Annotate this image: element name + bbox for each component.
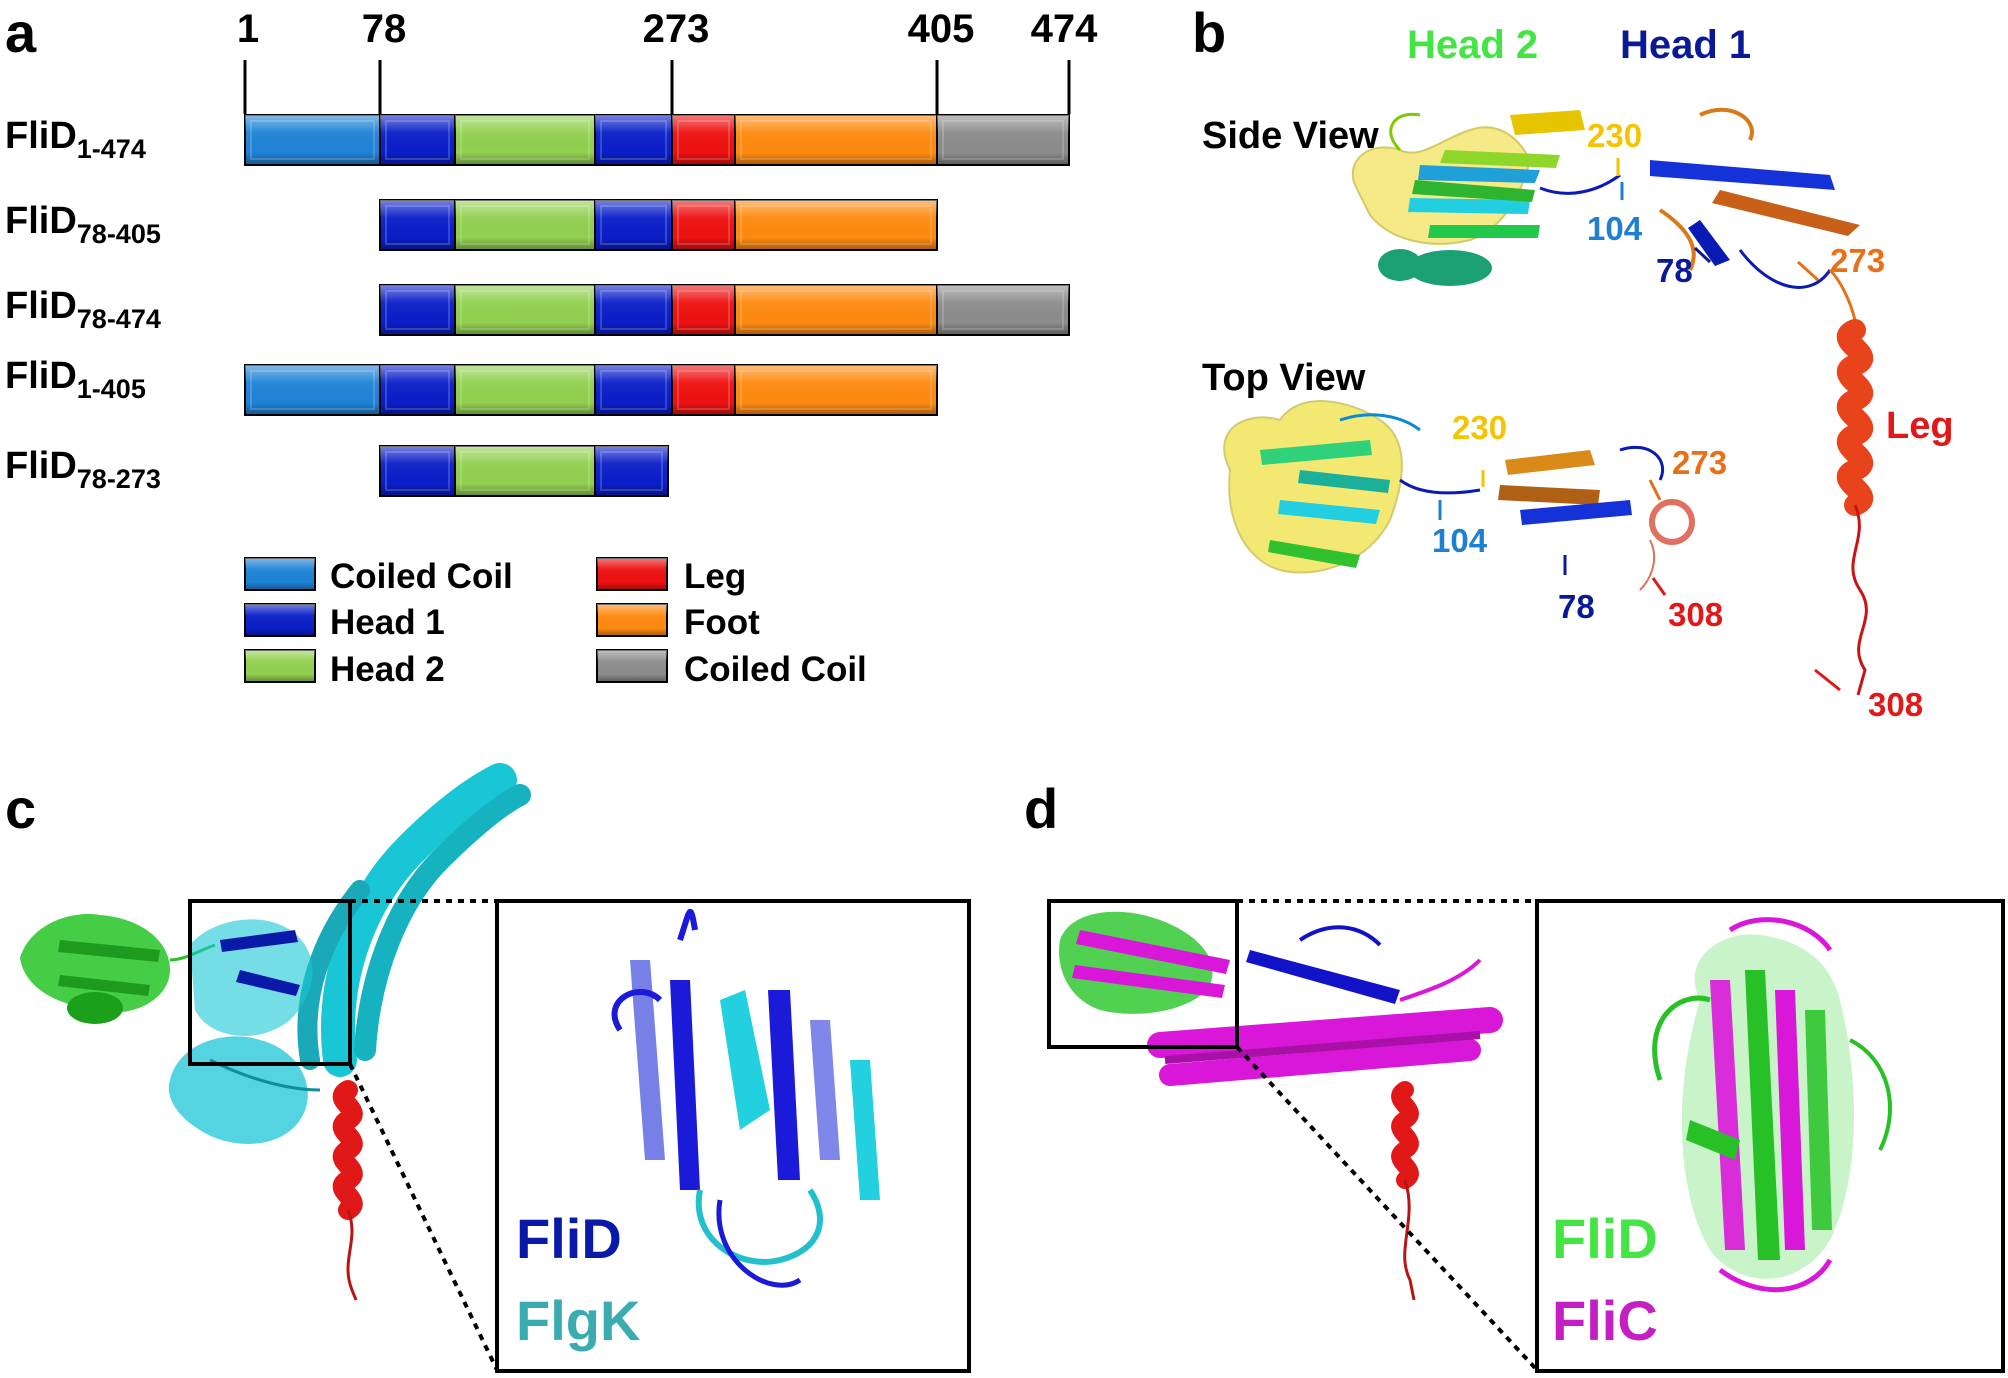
legend-swatch-coiled-n	[244, 557, 316, 591]
legend-swatch-coiled-c	[596, 649, 668, 683]
head2-label: Head 2	[1407, 23, 1538, 67]
legend-swatch-head1	[244, 603, 316, 637]
domain-head1-row4	[594, 364, 673, 416]
domain-legend: Coiled Coil Head 1 Head 2 Leg Foot	[244, 557, 867, 689]
domain-head2-row1	[454, 114, 596, 166]
side-view-label: Side View	[1202, 115, 1379, 157]
domain-head2-row4	[454, 364, 596, 416]
domain-coiled_c-row3	[936, 284, 1070, 336]
domain-head1-row5	[594, 445, 669, 497]
domain-head1-row5	[379, 445, 456, 497]
domain-head1-row3	[594, 284, 673, 336]
inset-c-legend-flgK: FlgK	[516, 1289, 640, 1352]
domain-coiled_n-row4	[244, 364, 381, 416]
top-residue-104: 104	[1432, 522, 1488, 559]
domain-head1-row3	[379, 284, 456, 336]
domain-coiled_c-row1	[936, 114, 1070, 166]
legend-label-coiled-n: Coiled Coil	[330, 557, 513, 596]
domain-foot-row3	[734, 284, 938, 336]
panel-a: a 1 78 273 405 474 FliD1-474 FliD78-405 …	[5, 1, 1098, 689]
top-residue-230: 230	[1452, 409, 1507, 446]
panel-a-label: a	[5, 1, 37, 64]
panel-c-label: c	[5, 777, 36, 840]
inset-c-structure	[611, 908, 880, 1288]
tick-label-405: 405	[908, 7, 975, 51]
domain-leg-row4	[671, 364, 736, 416]
inset-d-legend-fliD: FliD	[1552, 1207, 1658, 1270]
head1-label: Head 1	[1620, 23, 1751, 67]
legend-swatch-head2	[244, 649, 316, 683]
domain-leg-row2	[671, 199, 736, 251]
domain-foot-row1	[734, 114, 938, 166]
panel-b-label: b	[1192, 1, 1226, 64]
construct-label-1-474: FliD1-474	[5, 115, 146, 164]
domain-bars	[244, 114, 1070, 497]
tick-label-78: 78	[362, 7, 407, 51]
tick-label-474: 474	[1031, 7, 1098, 51]
construct-label-78-474: FliD78-474	[5, 285, 161, 334]
inset-d-legend-fliC: FliC	[1552, 1289, 1658, 1352]
legend-label-head2: Head 2	[330, 650, 445, 689]
domain-head1-row1	[379, 114, 456, 166]
top-residue-308: 308	[1668, 596, 1723, 633]
residue-ruler	[243, 60, 1071, 114]
domain-head2-row2	[454, 199, 596, 251]
legend-label-coiled-c: Coiled Coil	[684, 650, 867, 689]
side-view-structure	[1351, 107, 1860, 321]
top-view-structure	[1223, 400, 1695, 591]
panel-c: c	[5, 763, 971, 1373]
legend-swatch-leg	[596, 557, 668, 591]
legend-label-head1: Head 1	[330, 603, 445, 642]
domain-coiled_n-row1	[244, 114, 381, 166]
zoom-source-box-c	[188, 899, 352, 1066]
leg-helix	[1836, 319, 1874, 696]
construct-label-1-405: FliD1-405	[5, 355, 146, 404]
zoom-inset-c	[495, 899, 971, 1373]
domain-head2-row5	[454, 445, 596, 497]
leg-label: Leg	[1886, 405, 1954, 447]
domain-head1-row1	[594, 114, 673, 166]
side-residue-273: 273	[1830, 242, 1885, 279]
domain-head1-row2	[379, 199, 456, 251]
legend-label-leg: Leg	[684, 557, 746, 596]
inset-c-legend-fliD: FliD	[516, 1207, 622, 1270]
flgK-structure	[168, 763, 531, 1144]
panel-d: d FliD	[1024, 777, 2005, 1373]
tick-label-1: 1	[237, 7, 259, 51]
fliD-head2-structure	[20, 914, 216, 1024]
domain-head1-row2	[594, 199, 673, 251]
top-view-label: Top View	[1202, 357, 1366, 399]
legend-swatch-foot	[596, 603, 668, 637]
side-residue-78: 78	[1656, 252, 1693, 289]
side-residue-230: 230	[1587, 117, 1642, 154]
domain-leg-row3	[671, 284, 736, 336]
side-residue-308: 308	[1868, 686, 1923, 723]
top-residue-273: 273	[1672, 444, 1727, 481]
legend-label-foot: Foot	[684, 603, 760, 642]
domain-leg-row1	[671, 114, 736, 166]
fliC-structure	[1059, 911, 1503, 1086]
zoom-source-box-d	[1047, 899, 1239, 1049]
inset-d-structure	[1652, 917, 1892, 1293]
domain-head1-row4	[379, 364, 456, 416]
domain-head2-row3	[454, 284, 596, 336]
construct-label-78-273: FliD78-273	[5, 445, 161, 494]
panel-d-label: d	[1024, 777, 1058, 840]
tick-label-273: 273	[643, 7, 710, 51]
side-residue-104: 104	[1587, 210, 1643, 247]
domain-foot-row2	[734, 199, 938, 251]
domain-foot-row4	[734, 364, 938, 416]
construct-label-78-405: FliD78-405	[5, 200, 161, 249]
panel-b: b Head 2 Head 1 Side View Top View	[1192, 1, 1954, 723]
top-residue-78: 78	[1558, 588, 1595, 625]
